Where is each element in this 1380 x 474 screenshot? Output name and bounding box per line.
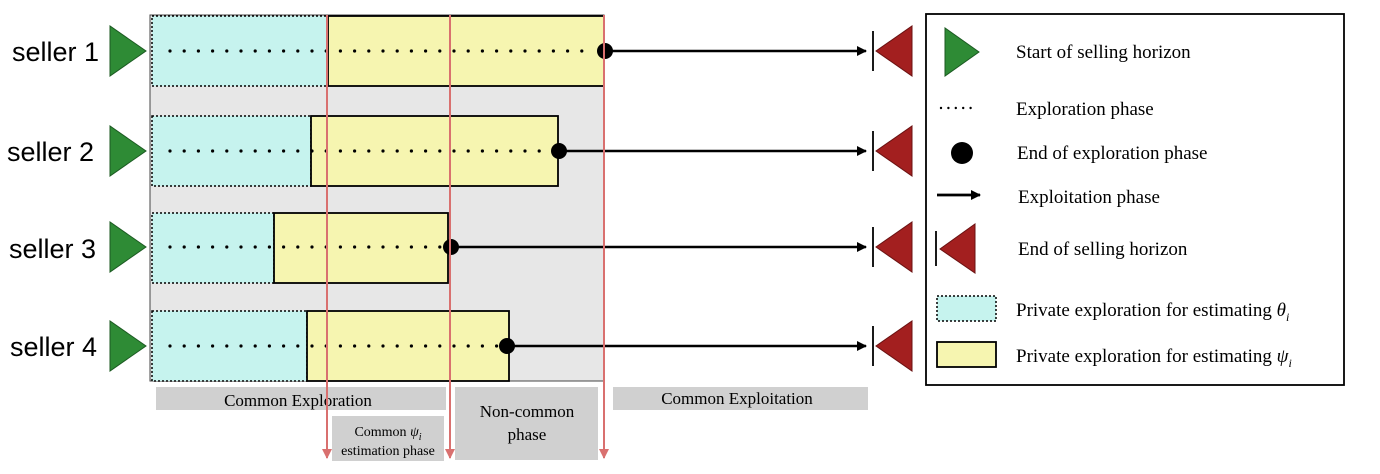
legend-private-psi-text: Private exploration for estimating ψi (1016, 346, 1292, 370)
end-horizon-icon (875, 320, 913, 372)
end-horizon-icon (875, 25, 913, 77)
common-exploration-label: Common Exploration (224, 391, 372, 410)
common-exploitation-label-box (613, 387, 868, 410)
legend-end-exploration-text: End of exploration phase (1017, 143, 1207, 164)
end-horizon-icon (875, 221, 913, 273)
legend-private-theta-swatch (936, 295, 997, 322)
legend-exploration-text: Exploration phase (1016, 99, 1154, 120)
seller-label: seller 3 (9, 234, 96, 264)
legend-border (925, 13, 1345, 386)
legend-private-psi-swatch (936, 341, 997, 368)
non-common-phase-line2: phase (508, 425, 547, 444)
seller-label: seller 4 (10, 332, 97, 362)
common-exploration-label-box (156, 387, 446, 410)
end-horizon-icon (875, 125, 913, 177)
start-horizon-icon (109, 125, 147, 177)
seller-row-1: seller 1 (12, 15, 913, 87)
seller-label: seller 1 (12, 37, 99, 67)
private-theta-box (151, 310, 308, 382)
legend-end-horizon-icon (939, 223, 976, 274)
legend-exploitation-text: Exploitation phase (1018, 187, 1160, 208)
seller-label: seller 2 (7, 137, 94, 167)
seller-row-3: seller 3 (9, 212, 913, 284)
legend-start-icon (944, 27, 980, 77)
private-theta-box (151, 115, 312, 187)
private-psi-box (273, 212, 449, 284)
seller-row-4: seller 4 (10, 310, 913, 382)
start-horizon-icon (109, 221, 147, 273)
private-psi-box (306, 310, 510, 382)
legend-start-text: Start of selling horizon (1016, 42, 1191, 63)
end-exploration-dot (499, 338, 515, 354)
non-common-phase-line1: Non-common (480, 402, 575, 421)
common-psi-label-line1: Common ψi (354, 425, 421, 443)
common-psi-label-line2: estimation phase (341, 444, 435, 459)
legend-private-theta-text: Private exploration for estimating θi (1016, 300, 1289, 324)
legend-end-exploration-icon (951, 142, 973, 164)
common-psi-label-box (332, 416, 444, 461)
legend: Start of selling horizon Exploration pha… (925, 13, 1345, 386)
common-exploitation-label: Common Exploitation (661, 389, 813, 408)
start-horizon-icon (109, 320, 147, 372)
private-psi-box (310, 115, 559, 187)
legend-end-horizon-text: End of selling horizon (1018, 239, 1188, 260)
private-psi-box (327, 15, 605, 87)
seller-row-2: seller 2 (7, 115, 913, 187)
end-exploration-dot (551, 143, 567, 159)
start-horizon-icon (109, 25, 147, 77)
non-common-phase-box (455, 387, 598, 460)
